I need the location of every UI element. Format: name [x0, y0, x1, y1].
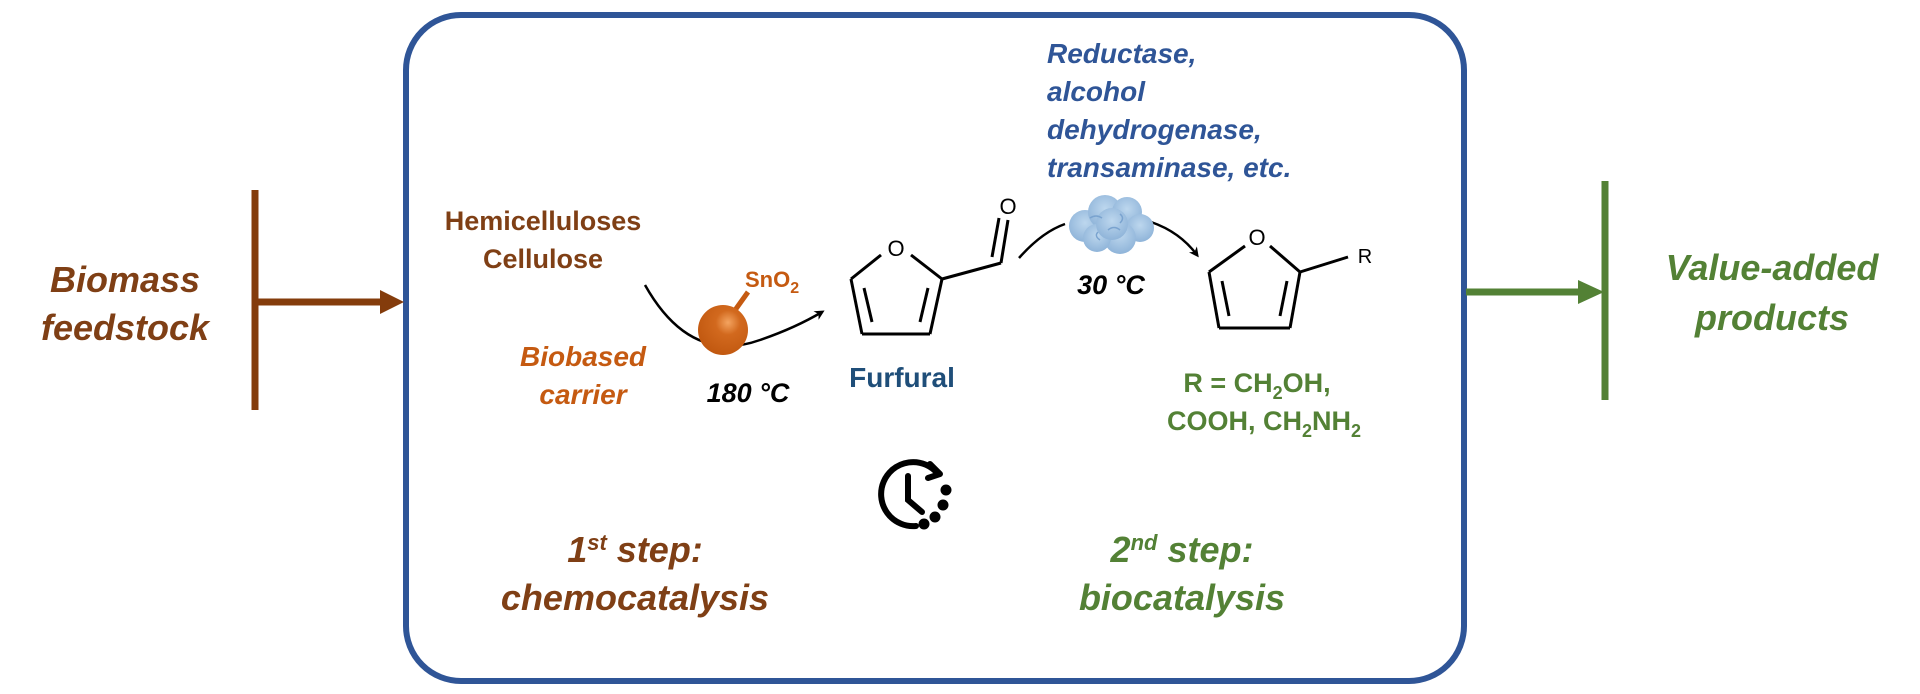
- substrate-cellulose: Cellulose: [483, 244, 603, 274]
- catalyst-label-main: SnO: [745, 267, 790, 292]
- step2-section: Reductase, alcohol dehydrogenase, transa…: [1018, 38, 1291, 618]
- step2-title-line1: 2nd step:: [1110, 529, 1254, 570]
- value-added-label-line1: Value-added: [1666, 247, 1880, 288]
- step2-title-line2: biocatalysis: [1079, 577, 1285, 618]
- input-section: Biomass feedstock: [41, 190, 404, 410]
- step1-title-line1: 1st step:: [567, 529, 703, 570]
- output-section: Value-added products: [1466, 181, 1879, 400]
- r-def-line2-a: COOH, CH: [1167, 406, 1302, 436]
- r-def-line1-sub: 2: [1273, 383, 1283, 403]
- furfural-ring-oxygen: O: [887, 236, 904, 261]
- step1-title-number: 1: [567, 529, 587, 570]
- step1-temperature: 180 °C: [707, 378, 790, 408]
- enzymes-line1: Reductase,: [1047, 38, 1196, 69]
- step1-title-superscript: st: [587, 530, 608, 555]
- step2-arrow-left: [1018, 222, 1066, 259]
- r-def-line2-sub1: 2: [1302, 421, 1312, 441]
- step2-title-superscript: nd: [1131, 530, 1158, 555]
- input-arrow-head: [380, 290, 404, 314]
- step2-title-rest: step:: [1157, 529, 1253, 570]
- catalyst-label-sub: 2: [790, 280, 799, 297]
- enzyme-icon: [1069, 195, 1154, 254]
- r-def-line2-sub2: 2: [1351, 421, 1361, 441]
- product-structure: [1207, 244, 1349, 330]
- step2-title-number: 2: [1110, 529, 1131, 570]
- value-added-label-line2: products: [1694, 297, 1849, 338]
- product-ring-oxygen: O: [1248, 225, 1265, 250]
- step2-arrow-right: [1150, 220, 1199, 258]
- product-r-group: R: [1358, 246, 1372, 268]
- furfural-carbonyl-oxygen: O: [999, 194, 1016, 219]
- furfural-structure: [849, 217, 1010, 336]
- catalyst-particle: [698, 305, 748, 355]
- furfural-label: Furfural: [849, 362, 955, 393]
- process-box: [403, 12, 1467, 684]
- step1-section: Hemicelluloses Cellulose SnO2 Biobased c…: [445, 206, 825, 618]
- r-def-line1-a: R = CH: [1183, 368, 1272, 398]
- step1-title-rest: step:: [607, 529, 703, 570]
- r-def-line2-b: NH: [1312, 406, 1351, 436]
- step2-temperature: 30 °C: [1077, 270, 1145, 300]
- output-arrow-head: [1578, 280, 1604, 304]
- clock-cycle-icon: [878, 459, 952, 530]
- r-definition-line2: COOH, CH2NH2: [1167, 406, 1361, 441]
- r-definition-line1: R = CH2OH,: [1183, 368, 1330, 403]
- enzymes-line2: alcohol: [1047, 76, 1146, 107]
- enzymes-line3: dehydrogenase,: [1047, 114, 1262, 145]
- r-def-line1-b: OH,: [1283, 368, 1331, 398]
- biomass-label-line1: Biomass: [50, 259, 200, 300]
- carrier-label-line2: carrier: [539, 379, 628, 410]
- biomass-label-line2: feedstock: [41, 307, 211, 348]
- catalyst-label: SnO2: [745, 267, 799, 297]
- substrate-hemicelluloses: Hemicelluloses: [445, 206, 642, 236]
- carrier-label-line1: Biobased: [520, 341, 647, 372]
- step1-title-line2: chemocatalysis: [501, 577, 769, 618]
- step1-reaction-arrow: [643, 284, 825, 348]
- enzymes-line4: transaminase, etc.: [1047, 152, 1291, 183]
